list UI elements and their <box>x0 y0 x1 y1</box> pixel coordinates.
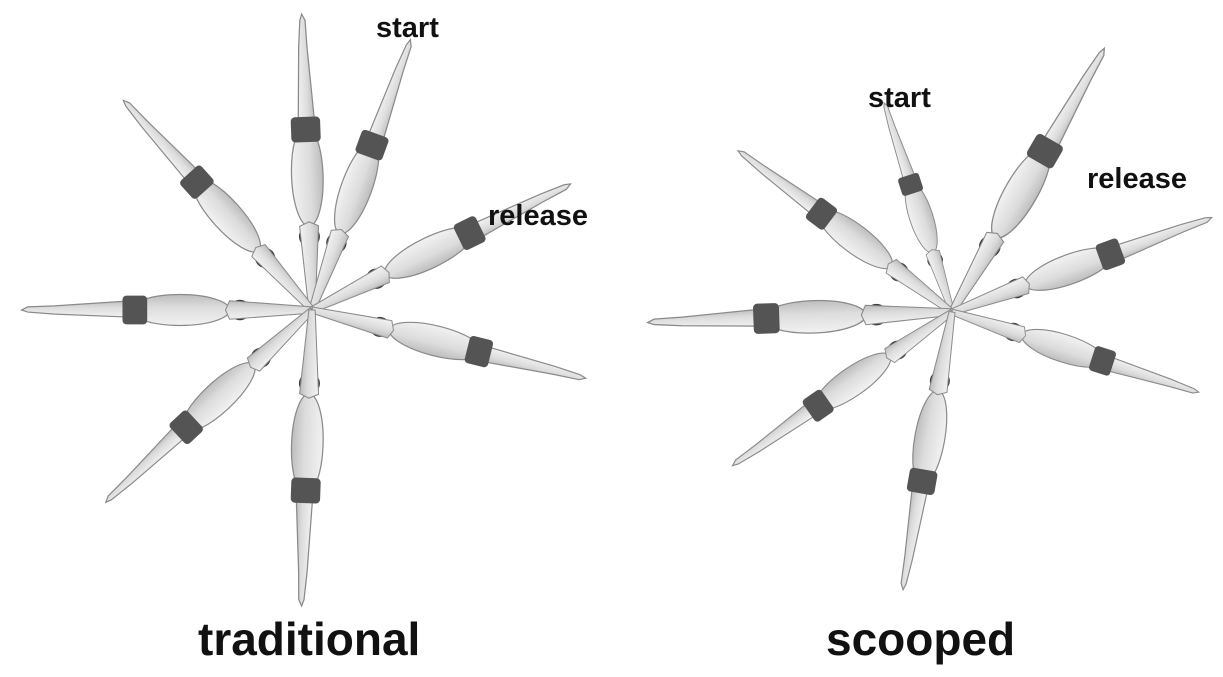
swimmer-figure <box>308 295 589 392</box>
scooped-diagram <box>647 40 1217 592</box>
swimmer-figure <box>647 296 953 339</box>
traditional-release-label: release <box>488 202 588 231</box>
swimmer-figure <box>96 299 323 513</box>
scooped-caption: scooped <box>826 616 1015 662</box>
scooped-release-label: release <box>1087 165 1187 194</box>
scooped-start-label: start <box>868 84 931 113</box>
swimmer-figure <box>22 295 312 326</box>
traditional-start-label: start <box>376 14 439 43</box>
swimmer-figure <box>286 309 328 606</box>
traditional-diagram <box>22 14 590 607</box>
swimmer-figure <box>948 299 1203 405</box>
traditional-caption: traditional <box>198 616 420 662</box>
